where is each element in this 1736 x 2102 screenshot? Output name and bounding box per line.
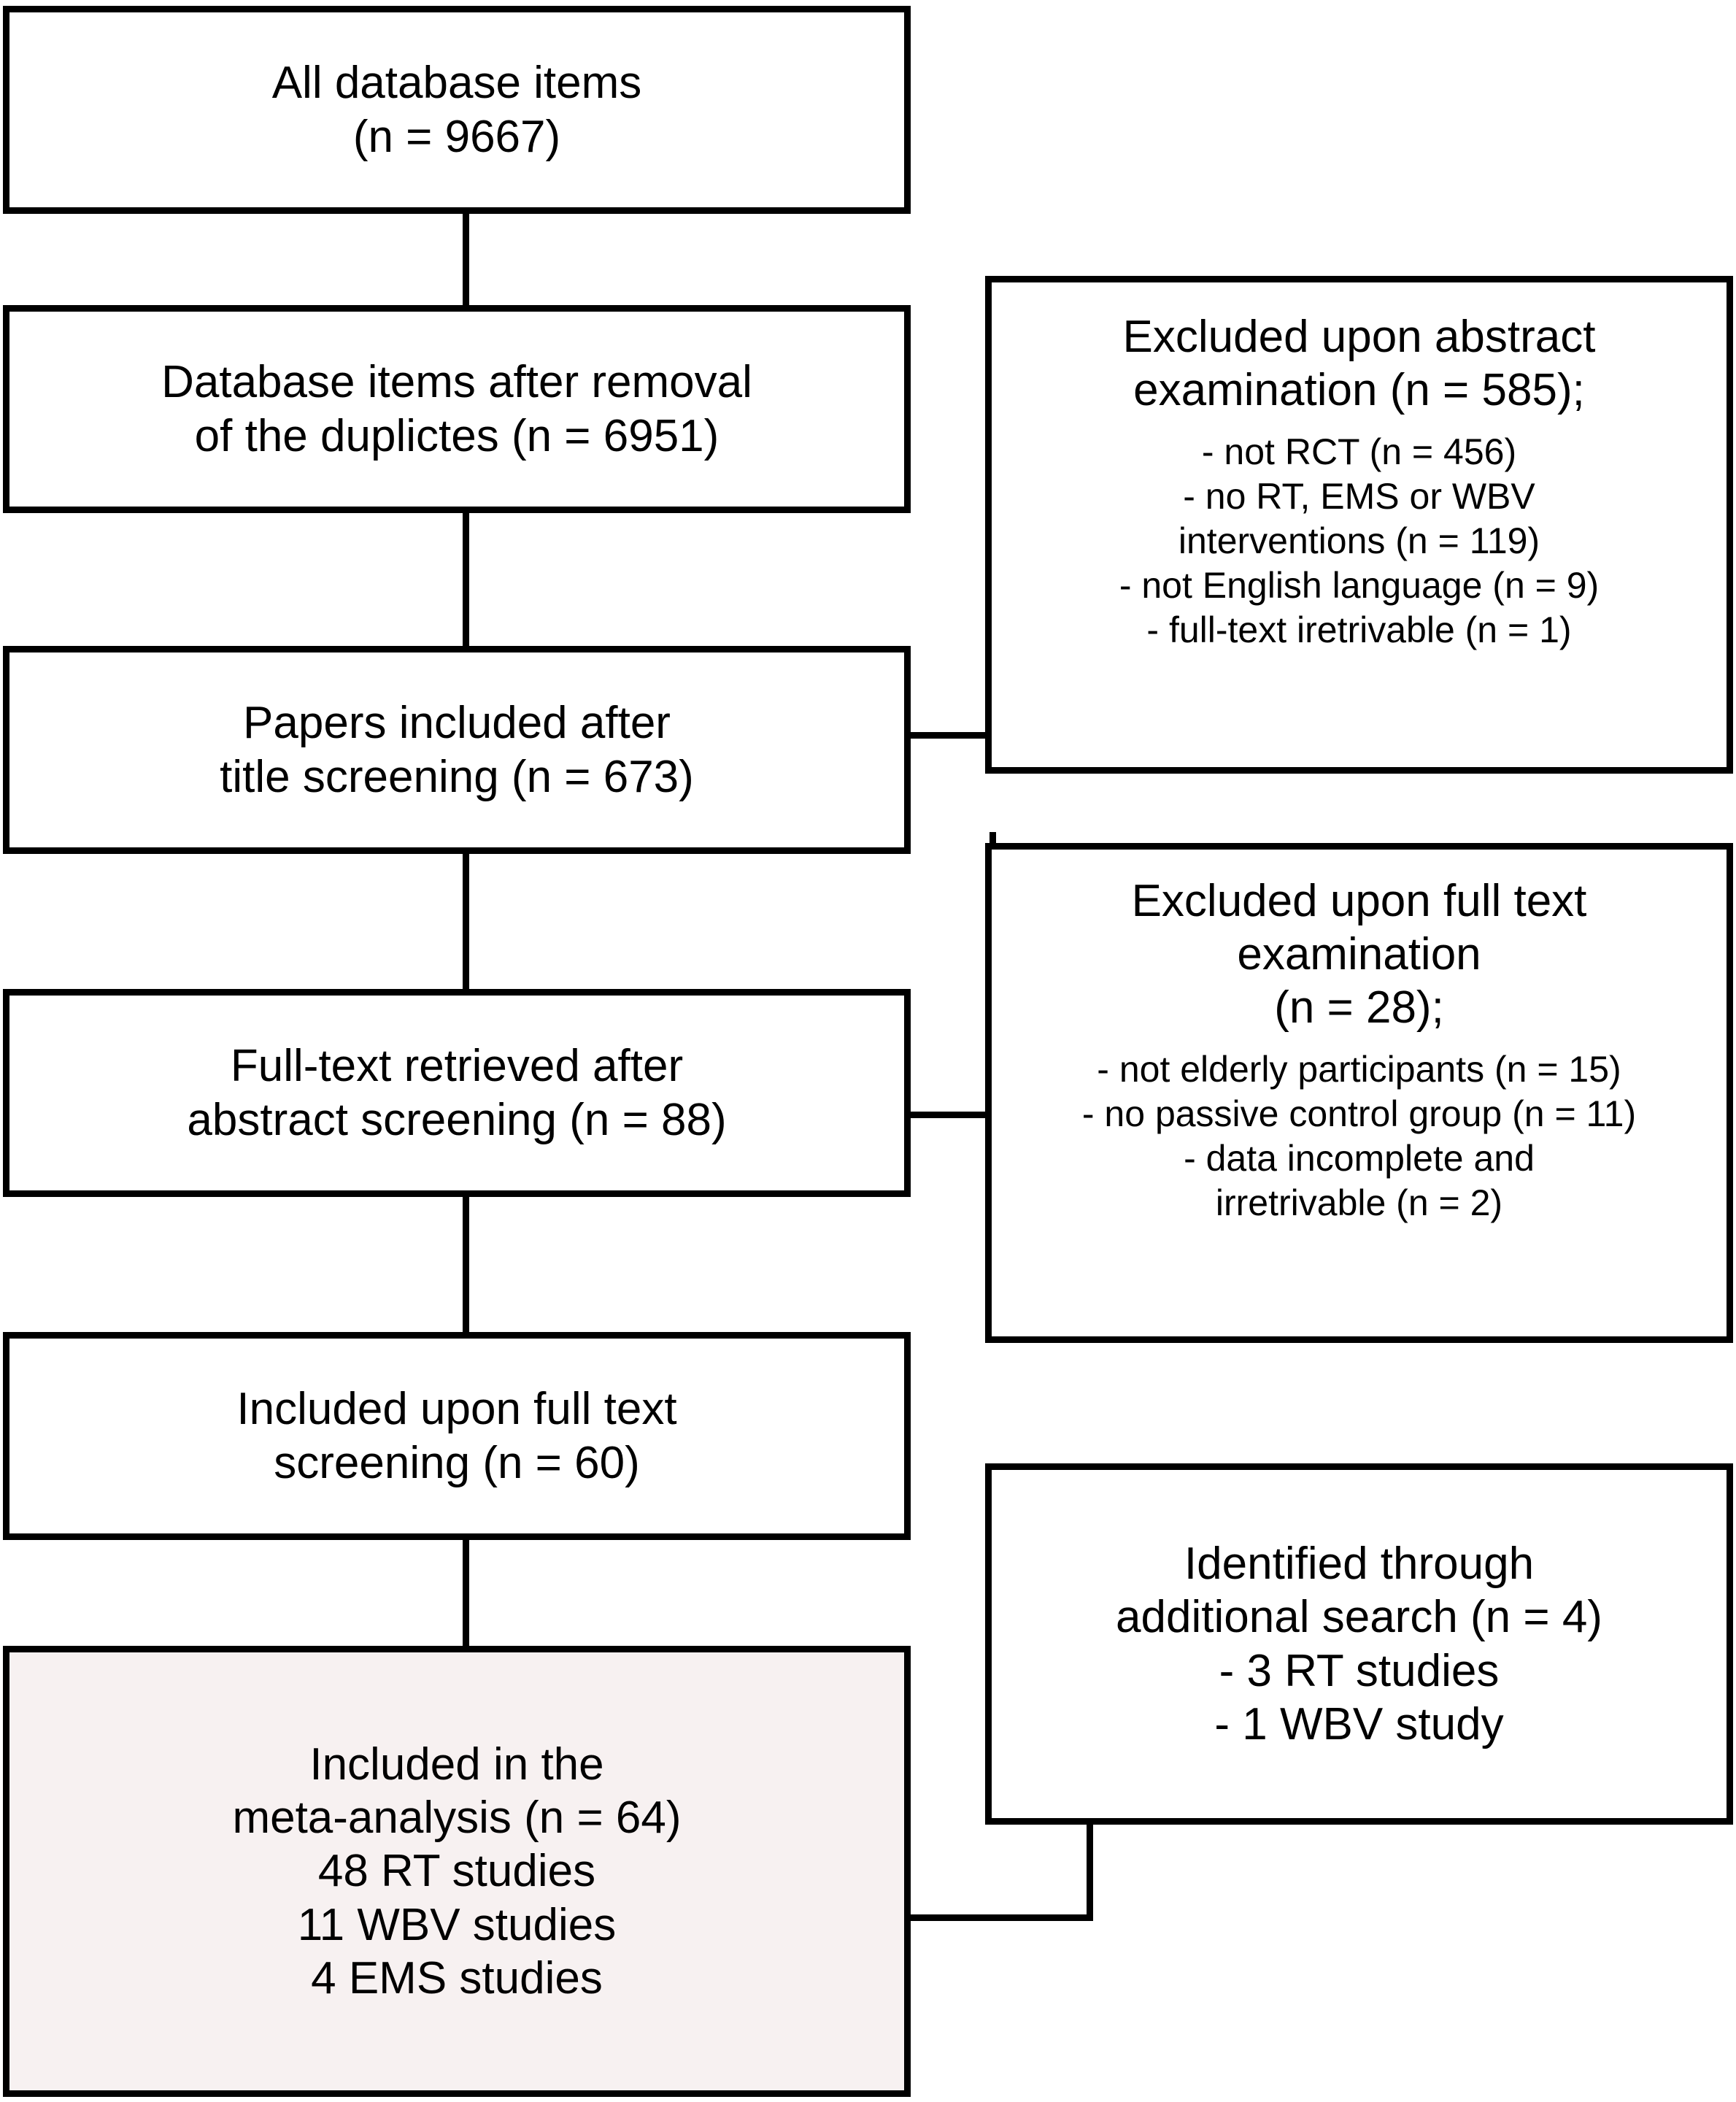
- box-line: - 3 RT studies: [1219, 1645, 1500, 1696]
- box-line: 4 EMS studies: [311, 1952, 603, 2003]
- connector-fulltext-to-excluded-fulltext-h: [907, 1112, 996, 1118]
- box-line: screening (n = 60): [274, 1437, 640, 1488]
- box-excluded-upon-abstract: Excluded upon abstract examination (n = …: [985, 276, 1733, 774]
- box-excluded-upon-fulltext: Excluded upon full text examination (n =…: [985, 843, 1733, 1343]
- connector-title-to-excluded-abstract-h: [907, 732, 996, 739]
- box-line: Excluded upon abstract: [1122, 312, 1596, 362]
- box-line: abstract screening (n = 88): [187, 1094, 727, 1145]
- box-included-meta-analysis: Included in the meta-analysis (n = 64) 4…: [3, 1646, 911, 2097]
- box-line: meta-analysis (n = 64): [232, 1793, 682, 1844]
- box-line: (n = 28);: [1274, 982, 1444, 1033]
- box-line: Included upon full text: [236, 1384, 677, 1435]
- box-fulltext-retrieved: Full-text retrieved after abstract scree…: [3, 989, 911, 1197]
- box-after-removal-duplicates: Database items after removal of the dupl…: [3, 305, 911, 513]
- connector-meta-to-additional-h: [907, 1914, 1093, 1921]
- box-line: title screening (n = 673): [220, 751, 694, 802]
- box-identified-additional-search: Identified through additional search (n …: [985, 1463, 1733, 1825]
- exclusion-reason: - not English language (n = 9): [1119, 565, 1600, 607]
- exclusion-reason: - not RCT (n = 456): [1201, 431, 1517, 473]
- exclusion-reason: - no RT, EMS or WBV: [1183, 476, 1535, 517]
- exclusion-reason: - full-text iretrivable (n = 1): [1146, 609, 1572, 651]
- box-line: Papers included after: [243, 698, 671, 749]
- exclusion-reason: irretrivable (n = 2): [1215, 1182, 1503, 1224]
- box-all-database-items: All database items (n = 9667): [3, 6, 911, 214]
- exclusion-reason: - no passive control group (n = 11): [1081, 1093, 1637, 1135]
- box-line: (n = 9667): [352, 111, 561, 162]
- box-line: Excluded upon full text: [1131, 876, 1587, 926]
- box-line: of the duplictes (n = 6951): [194, 410, 720, 461]
- box-line: examination (n = 585);: [1133, 365, 1585, 416]
- box-line: 48 RT studies: [317, 1846, 596, 1897]
- exclusion-reason: - not elderly participants (n = 15): [1097, 1049, 1621, 1090]
- box-papers-title-screening: Papers included after title screening (n…: [3, 646, 911, 854]
- box-line: Included in the: [309, 1739, 604, 1790]
- box-line: Identified through: [1184, 1539, 1535, 1590]
- box-included-upon-fulltext: Included upon full text screening (n = 6…: [3, 1332, 911, 1540]
- box-line: All database items: [271, 58, 642, 109]
- exclusion-reason-list: - not RCT (n = 456) - no RT, EMS or WBV …: [1119, 430, 1599, 652]
- box-line: Full-text retrieved after: [230, 1041, 684, 1092]
- box-line: Database items after removal: [161, 357, 752, 408]
- box-line: - 1 WBV study: [1214, 1698, 1504, 1749]
- box-line: additional search (n = 4): [1116, 1592, 1602, 1643]
- exclusion-reason: - data incomplete and: [1184, 1138, 1535, 1179]
- box-line: examination: [1237, 929, 1481, 980]
- exclusion-reason-list: - not elderly participants (n = 15) - no…: [1082, 1047, 1636, 1225]
- connector-meta-to-additional-v: [1087, 1752, 1093, 1920]
- exclusion-reason: interventions (n = 119): [1178, 520, 1540, 562]
- box-line: 11 WBV studies: [297, 1899, 617, 1950]
